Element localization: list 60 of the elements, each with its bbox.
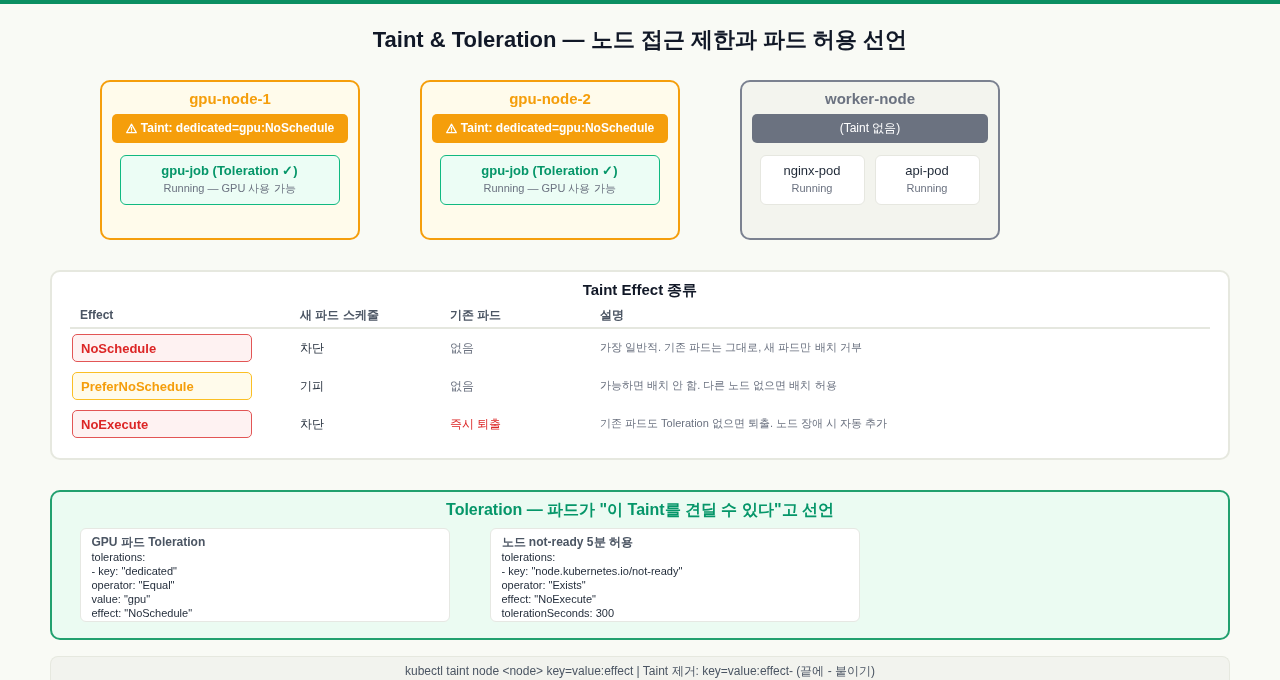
toleration-panel	[50, 490, 1230, 640]
status-text: Running	[791, 182, 833, 196]
code-line: effect: "NoSchedule"	[91, 606, 193, 621]
effect-badge: NoExecute	[72, 410, 252, 438]
pod-card	[875, 155, 980, 205]
code-line: tolerationSeconds: 300	[501, 606, 615, 621]
table-panel	[50, 270, 1230, 460]
taint-label: (Taint 없음)	[839, 121, 901, 136]
node-title: gpu-node-2	[509, 89, 591, 109]
taint-label: Taint: dedicated=gpu:NoSchedule	[460, 121, 655, 136]
schedule-status: 차단	[300, 340, 324, 356]
taint-bar	[112, 114, 348, 143]
effect-badge: PreferNoSchedule	[72, 372, 252, 400]
pod-card	[440, 155, 660, 205]
description-text: 기존 파드도 Toleration 없으면 퇴출. 노드 장애 시 자동 추가	[600, 417, 888, 431]
taint-bar	[432, 114, 668, 143]
node-box	[100, 80, 360, 240]
status-text: Running	[906, 182, 948, 196]
code-line: - key: "dedicated"	[91, 564, 177, 579]
pod-card	[760, 155, 865, 205]
card-heading: 노드 not-ready 5분 허용	[501, 534, 633, 549]
panel-title: Toleration — 파드가 "이 Taint를 견딜 수 있다"고 선언	[446, 500, 834, 520]
pod-name: gpu-job (Toleration ✓)	[161, 162, 298, 180]
description-text: 가장 일반적. 기존 파드는 그대로, 새 파드만 배치 거부	[600, 341, 862, 355]
pod-name: gpu-job (Toleration ✓)	[481, 162, 618, 180]
schedule-status: 차단	[300, 416, 324, 432]
existing-pod-action: 즉시 퇴출	[450, 416, 502, 432]
column-header: Effect	[80, 307, 114, 323]
pod-card	[120, 155, 340, 205]
node-box	[420, 80, 680, 240]
pod-name: api-pod	[905, 162, 949, 180]
node-title: worker-node	[825, 89, 915, 109]
code-line: effect: "NoExecute"	[501, 592, 596, 607]
existing-pod-action: 없음	[450, 378, 474, 394]
node-box	[740, 80, 1000, 240]
code-card	[490, 528, 860, 622]
status-text: Running — GPU 사용 가능	[163, 182, 296, 196]
code-line: tolerations:	[91, 550, 146, 565]
schedule-status: 기피	[300, 378, 324, 394]
column-header: 설명	[600, 307, 624, 323]
code-line: operator: "Exists"	[501, 578, 586, 593]
effect-badge: NoSchedule	[72, 334, 252, 362]
pod-name: nginx-pod	[783, 162, 841, 180]
code-line: tolerations:	[501, 550, 556, 565]
code-line: value: "gpu"	[91, 592, 151, 607]
node-title: gpu-node-1	[189, 89, 271, 109]
taint-label: Taint: dedicated=gpu:NoSchedule	[140, 121, 335, 136]
taint-bar	[752, 114, 988, 143]
existing-pod-action: 없음	[450, 340, 474, 356]
description-text: 가능하면 배치 안 함. 다른 노드 없으면 배치 허용	[600, 379, 837, 393]
card-heading: GPU 파드 Toleration	[91, 534, 206, 549]
command-bar: kubectl taint node <node> key=value:effect | Taint 제거: key=value:effect- (끝에 - 붙이기)	[50, 656, 1230, 680]
code-line: operator: "Equal"	[91, 578, 175, 593]
status-text: Running — GPU 사용 가능	[483, 182, 616, 196]
code-line: - key: "node.kubernetes.io/not-ready"	[501, 564, 683, 579]
code-card	[80, 528, 450, 622]
column-header: 새 파드 스케줄	[300, 307, 379, 323]
page-title: Taint & Toleration — 노드 접근 제한과 파드 허용 선언	[372, 26, 908, 54]
table-title: Taint Effect 종류	[582, 280, 698, 300]
column-header: 기존 파드	[450, 307, 502, 323]
